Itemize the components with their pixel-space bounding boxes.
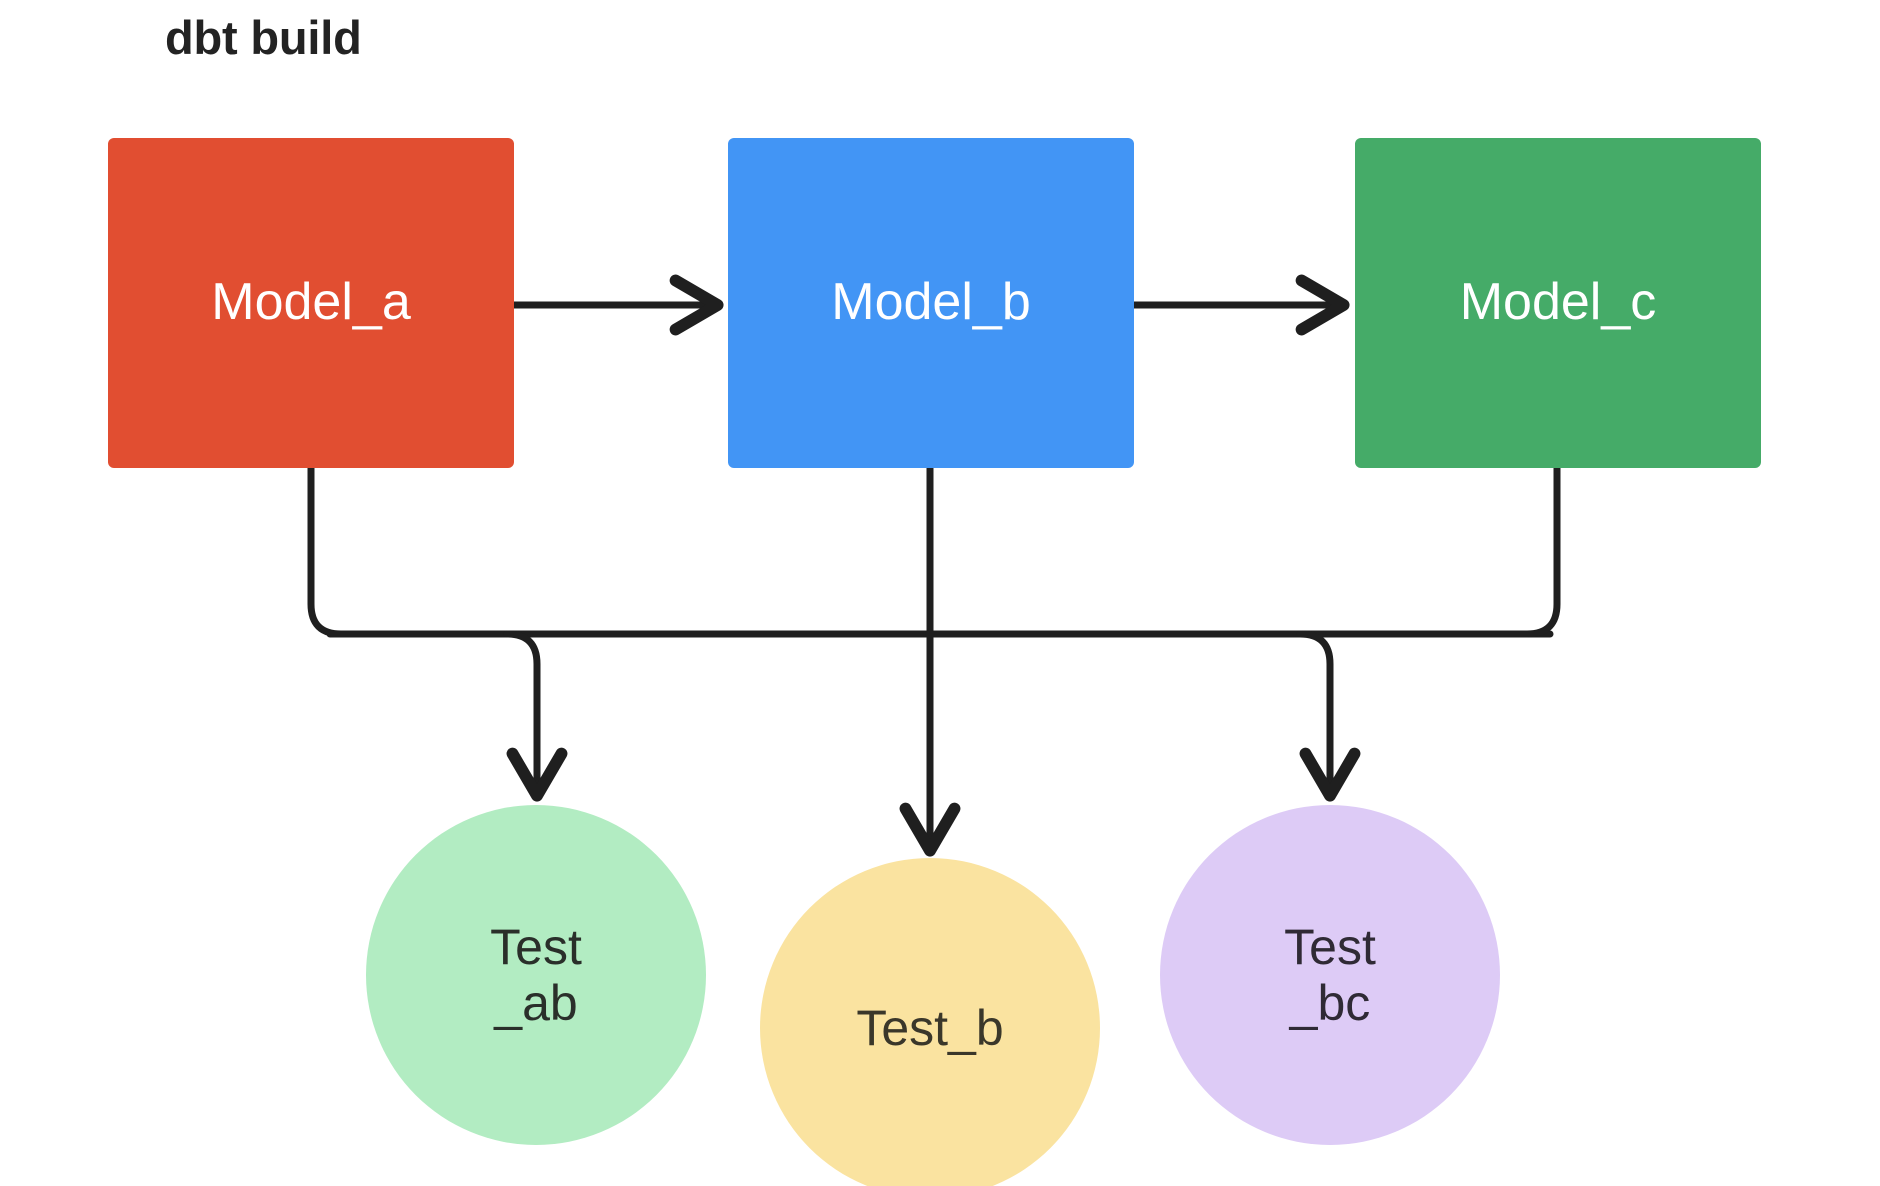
- node-test-bc-label: Test _bc: [1284, 919, 1376, 1031]
- node-model-b[interactable]: Model_b: [728, 138, 1134, 468]
- edge-bus-to-test-ab: [503, 630, 568, 802]
- node-test-ab-label: Test _ab: [490, 919, 582, 1031]
- node-test-ab[interactable]: Test _ab: [366, 805, 706, 1145]
- node-test-b-label: Test_b: [856, 1000, 1004, 1056]
- node-model-a[interactable]: Model_a: [108, 138, 514, 468]
- node-model-c-label: Model_c: [1459, 273, 1657, 332]
- diagram-title: dbt build: [165, 11, 362, 64]
- edge-bus-to-test-bc: [1296, 630, 1361, 802]
- node-test-b[interactable]: Test_b: [760, 858, 1100, 1186]
- node-model-b-label: Model_b: [831, 273, 1031, 332]
- node-model-c[interactable]: Model_c: [1355, 138, 1761, 468]
- edge-model-c-bus: [326, 464, 1561, 638]
- node-model-a-label: Model_a: [211, 273, 411, 332]
- node-test-bc[interactable]: Test _bc: [1160, 805, 1500, 1145]
